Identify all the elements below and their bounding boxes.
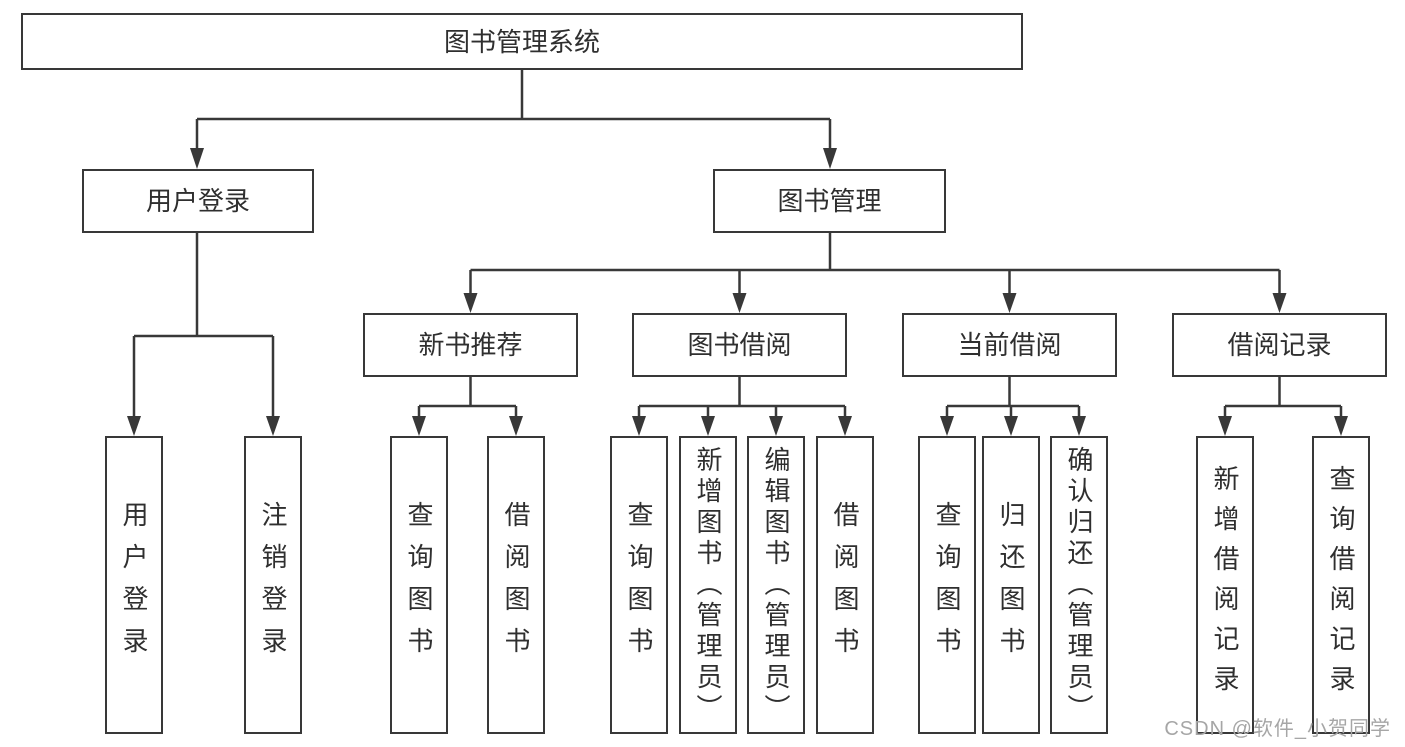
arrowheads-user-login-group <box>127 416 280 436</box>
leaf-borrow-query-book: 查询图书 <box>610 436 668 734</box>
connector-book-borrow-group <box>637 377 847 418</box>
leaf-user-login: 用户登录 <box>105 436 163 734</box>
connector-root-to-level2 <box>195 70 832 150</box>
leaf-borrow-book: 借阅图书 <box>816 436 874 734</box>
node-book-borrow: 图书借阅 <box>632 313 847 377</box>
leaf-add-borrow-record: 新增借阅记录 <box>1196 436 1254 734</box>
arrowheads-borrow-record-group <box>1218 416 1348 436</box>
connector-new-book-group <box>417 377 518 418</box>
connector-book-mgmt-to-level3 <box>469 233 1281 295</box>
node-book-management: 图书管理 <box>713 169 946 233</box>
node-new-book-recommend: 新书推荐 <box>363 313 578 377</box>
node-current-borrow: 当前借阅 <box>902 313 1117 377</box>
arrowheads-current-borrow-group <box>940 416 1086 436</box>
leaf-logout: 注销登录 <box>244 436 302 734</box>
arrowheads-level3 <box>463 293 1287 313</box>
leaf-confirm-return-admin: 确认归还（管理员） <box>1050 436 1108 734</box>
leaf-current-query-book: 查询图书 <box>918 436 976 734</box>
leaf-query-borrow-record: 查询借阅记录 <box>1312 436 1370 734</box>
connector-current-borrow-group <box>945 377 1081 418</box>
arrowheads-new-book-group <box>412 416 523 436</box>
leaf-edit-book-admin: 编辑图书（管理员） <box>747 436 805 734</box>
arrowheads-level2 <box>190 148 837 169</box>
csdn-watermark: CSDN @软件_小贺同学 <box>1164 718 1391 740</box>
connector-user-login-group <box>132 233 275 418</box>
node-library-system: 图书管理系统 <box>21 13 1023 70</box>
arrowheads-book-borrow-group <box>632 416 852 436</box>
leaf-recommend-borrow-book: 借阅图书 <box>487 436 545 734</box>
node-borrow-record: 借阅记录 <box>1172 313 1387 377</box>
leaf-add-book-admin: 新增图书（管理员） <box>679 436 737 734</box>
connector-borrow-record-group <box>1223 377 1343 418</box>
leaf-return-book: 归还图书 <box>982 436 1040 734</box>
node-user-login: 用户登录 <box>82 169 314 233</box>
leaf-recommend-query-book: 查询图书 <box>390 436 448 734</box>
